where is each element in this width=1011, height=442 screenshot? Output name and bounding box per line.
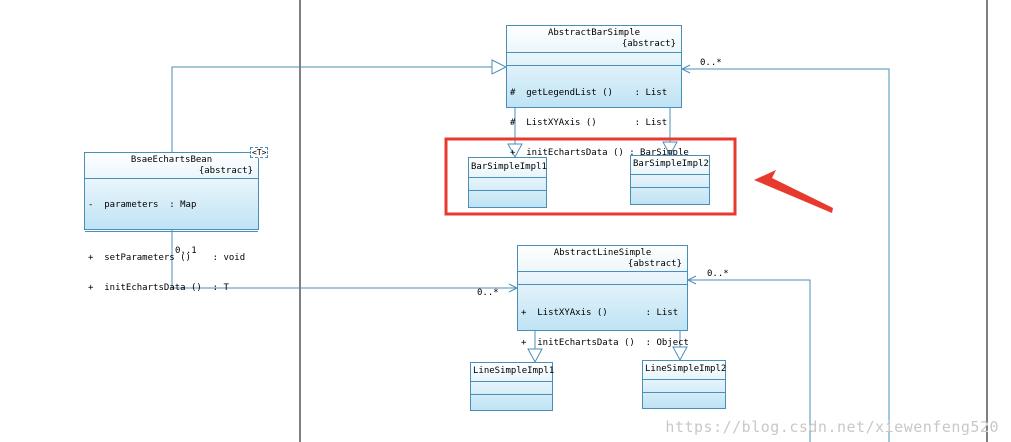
lineimpl2-to-line-arrowhead: [672, 346, 688, 362]
class-name: LineSimpleImpl2: [645, 364, 727, 374]
class-header: BarSimpleImpl2: [631, 156, 709, 175]
line-association-arrow: [686, 275, 697, 285]
class-bsae-echarts-bean[interactable]: BsaeEchartsBean {abstract} - parameters …: [84, 152, 259, 293]
watermark: https://blog.csdn.net/xiewenfeng520: [665, 418, 999, 436]
operations-section: [643, 393, 725, 405]
class-header: AbstractBarSimple {abstract}: [507, 26, 681, 53]
class-name: LineSimpleImpl1: [473, 366, 555, 376]
highlight-arrow-icon: [754, 170, 833, 213]
attributes-section: [507, 53, 681, 66]
class-line-simple-impl2[interactable]: LineSimpleImpl2: [642, 360, 726, 409]
attributes-section: [471, 382, 552, 395]
class-header: BsaeEchartsBean {abstract}: [85, 153, 258, 179]
class-header: BarSimpleImpl1: [469, 158, 547, 178]
class-stereotype: {abstract}: [198, 166, 253, 176]
operations-section: + ListXYAxis () : List + initEchartsData…: [518, 285, 689, 369]
class-bar-simple-impl2[interactable]: BarSimpleImpl2: [630, 155, 710, 205]
class-name: BarSimpleImpl2: [633, 159, 709, 169]
attributes-section: [631, 175, 709, 188]
class-header: AbstractLineSimple {abstract}: [518, 246, 687, 272]
bean-generalization-arrowhead: [491, 59, 508, 75]
lineimpl1-to-line-arrowhead: [527, 348, 543, 364]
attribute-row: - parameters : Map: [88, 200, 197, 210]
operations-section: [471, 395, 552, 407]
bean-generalization-line: [171, 66, 492, 152]
line-association-line: [688, 279, 811, 442]
multiplicity-bean-one: 0..1: [175, 246, 197, 256]
class-stereotype: {abstract}: [627, 259, 682, 269]
highlight-box: [444, 137, 737, 216]
attributes-section: [518, 272, 687, 285]
class-line-simple-impl1[interactable]: LineSimpleImpl1: [470, 362, 555, 411]
class-name: AbstractBarSimple: [547, 28, 641, 38]
bar-association-line: [682, 68, 890, 442]
class-abstract-bar-simple[interactable]: AbstractBarSimple {abstract} # getLegend…: [506, 25, 689, 158]
bean-line-association: [171, 230, 517, 289]
class-header: LineSimpleImpl2: [643, 361, 727, 380]
operation-row: + initEchartsData () : T: [88, 283, 229, 293]
operations-section: # getLegendList () : List # ListXYAxis (…: [507, 66, 689, 179]
attributes-section: - parameters : Map: [85, 179, 258, 232]
class-name: BarSimpleImpl1: [471, 162, 547, 172]
class-bar-simple-impl1[interactable]: BarSimpleImpl1: [468, 157, 547, 208]
class-name: AbstractLineSimple: [553, 248, 652, 258]
operation-row: # ListXYAxis () : List: [510, 118, 668, 128]
operation-row: + initEchartsData () : BarSimple: [510, 148, 689, 158]
class-header: LineSimpleImpl1: [471, 363, 555, 382]
type-parameter-badge: <T>: [250, 147, 269, 158]
operation-row: + initEchartsData () : Object: [521, 338, 689, 348]
operation-row: + setParameters () : void: [88, 253, 246, 263]
class-abstract-line-simple[interactable]: AbstractLineSimple {abstract} + ListXYAx…: [517, 245, 689, 348]
impl1-to-bar-arrowhead: [507, 143, 523, 159]
operation-row: # getLegendList () : List: [510, 88, 668, 98]
class-name: BsaeEchartsBean: [130, 155, 213, 165]
operation-row: + ListXYAxis () : List: [521, 308, 679, 318]
multiplicity-line-many: 0..*: [707, 269, 729, 279]
attributes-section: [469, 178, 546, 191]
class-stereotype: {abstract}: [621, 39, 676, 49]
operations-section: + setParameters () : void + initEchartsD…: [85, 232, 258, 314]
multiplicity-bean-to-line-many: 0..*: [477, 288, 499, 298]
operations-section: [469, 191, 546, 203]
multiplicity-bar-many: 0..*: [700, 58, 722, 68]
impl2-to-bar-arrowhead: [662, 141, 678, 157]
attributes-section: [643, 380, 725, 393]
bar-association-arrow: [680, 64, 691, 74]
operations-section: [631, 188, 709, 200]
